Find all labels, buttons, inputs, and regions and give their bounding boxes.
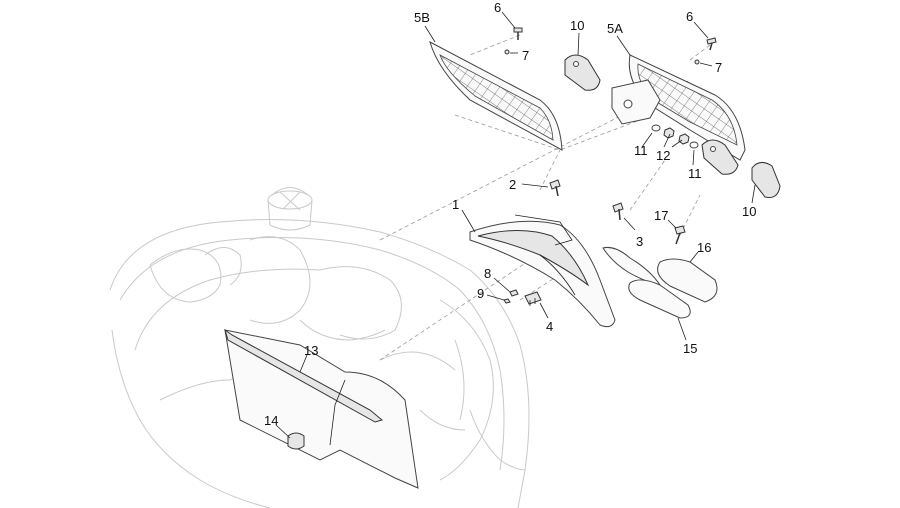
part-13-flap-panel: [224, 328, 419, 489]
part-4-connector: [524, 291, 542, 306]
part-15-reflector-bracket: [602, 247, 691, 319]
label-5a: 5A: [607, 21, 623, 36]
label-4: 4: [546, 319, 553, 334]
part-6-screw-right: [706, 37, 717, 51]
label-11-right: 11: [688, 166, 702, 181]
part-5a-bracket: [611, 54, 746, 161]
label-5b: 5B: [414, 10, 430, 25]
part-11-washer-right: [689, 141, 699, 149]
label-6-left: 6: [494, 0, 501, 15]
part-9-nut: [503, 298, 511, 304]
label-2: 2: [509, 177, 516, 192]
label-14: 14: [264, 413, 278, 428]
part-1-mudguard-housing: [469, 214, 616, 328]
label-15: 15: [683, 341, 697, 356]
label-13: 13: [304, 343, 318, 358]
label-6-right: 6: [686, 9, 693, 24]
part-6-screw-left: [513, 27, 523, 40]
label-17: 17: [654, 208, 668, 223]
part-10-pad-upper: [564, 54, 601, 91]
label-11-left: 11: [634, 143, 648, 158]
part-8-clip: [509, 289, 519, 297]
part-14-grommet: [287, 432, 305, 450]
label-1: 1: [452, 197, 459, 212]
label-8: 8: [484, 266, 491, 281]
callout-leader-lines: [275, 11, 756, 439]
callout-labels: 5B 6 7 10 5A 6 7 11 12 11 10 2 1 3 17 16…: [264, 0, 756, 428]
label-10-upper: 10: [570, 18, 584, 33]
part-17-screw: [674, 225, 686, 245]
part-10-pad-lower: [751, 162, 781, 198]
label-7-left: 7: [522, 48, 529, 63]
label-10-lower: 10: [742, 204, 756, 219]
part-3-screw: [612, 202, 624, 221]
label-9: 9: [477, 286, 484, 301]
part-16-reflector: [657, 258, 718, 303]
part-2-screw: [549, 179, 561, 197]
label-16: 16: [697, 240, 711, 255]
label-3: 3: [636, 234, 643, 249]
part-7-pin-left: [504, 49, 510, 55]
label-7-right: 7: [715, 60, 722, 75]
part-12-nuts: [663, 127, 690, 145]
part-10-pad-bracket: [701, 139, 739, 175]
part-5b-plate-bracket: [429, 41, 563, 151]
part-7-pin-right: [694, 59, 700, 65]
label-12: 12: [656, 148, 670, 163]
part-11-washer-left: [651, 124, 661, 132]
